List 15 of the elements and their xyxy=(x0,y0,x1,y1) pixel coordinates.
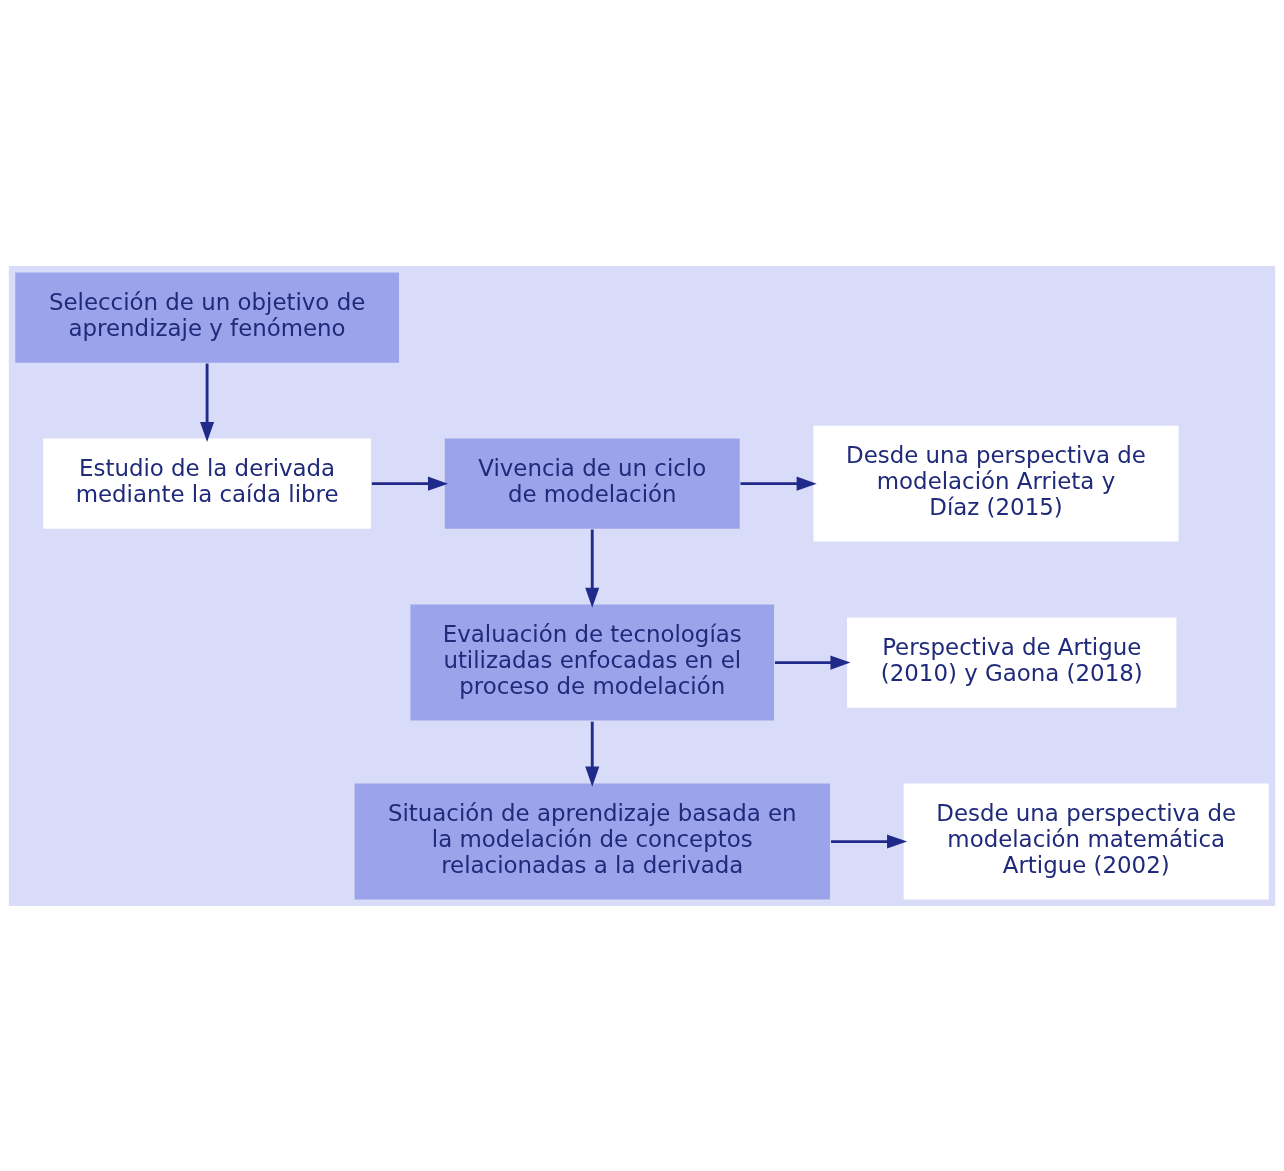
node-box: Desde una perspectiva de modelación Arrieta y Díaz (2015) xyxy=(812,423,1180,543)
node-box: Desde una perspectiva de modelación matemática Artigue (2002) xyxy=(902,781,1271,901)
node-box: Vivencia de un ciclo de modelación xyxy=(443,436,742,530)
node-box: Selección de un objetivo de aprendizaje y fenómeno xyxy=(13,270,401,364)
arrow xyxy=(831,834,908,849)
arrow xyxy=(371,476,449,491)
arrow xyxy=(774,655,851,670)
node-box: Perspectiva de Artigue (2010) y Gaona (2018) xyxy=(845,615,1178,709)
node-box: Evaluación de tecnologías utilizadas enfocadas en el proceso de modelación xyxy=(409,602,776,722)
node-box: Situación de aprendizaje basada en la modelación de conceptos relacionadas a la derivada xyxy=(353,781,832,901)
arrow xyxy=(200,363,215,442)
arrow xyxy=(740,476,817,491)
node-box: Estudio de la derivada mediante la caída libre xyxy=(41,436,373,530)
arrow xyxy=(585,529,600,608)
arrow xyxy=(585,721,600,787)
